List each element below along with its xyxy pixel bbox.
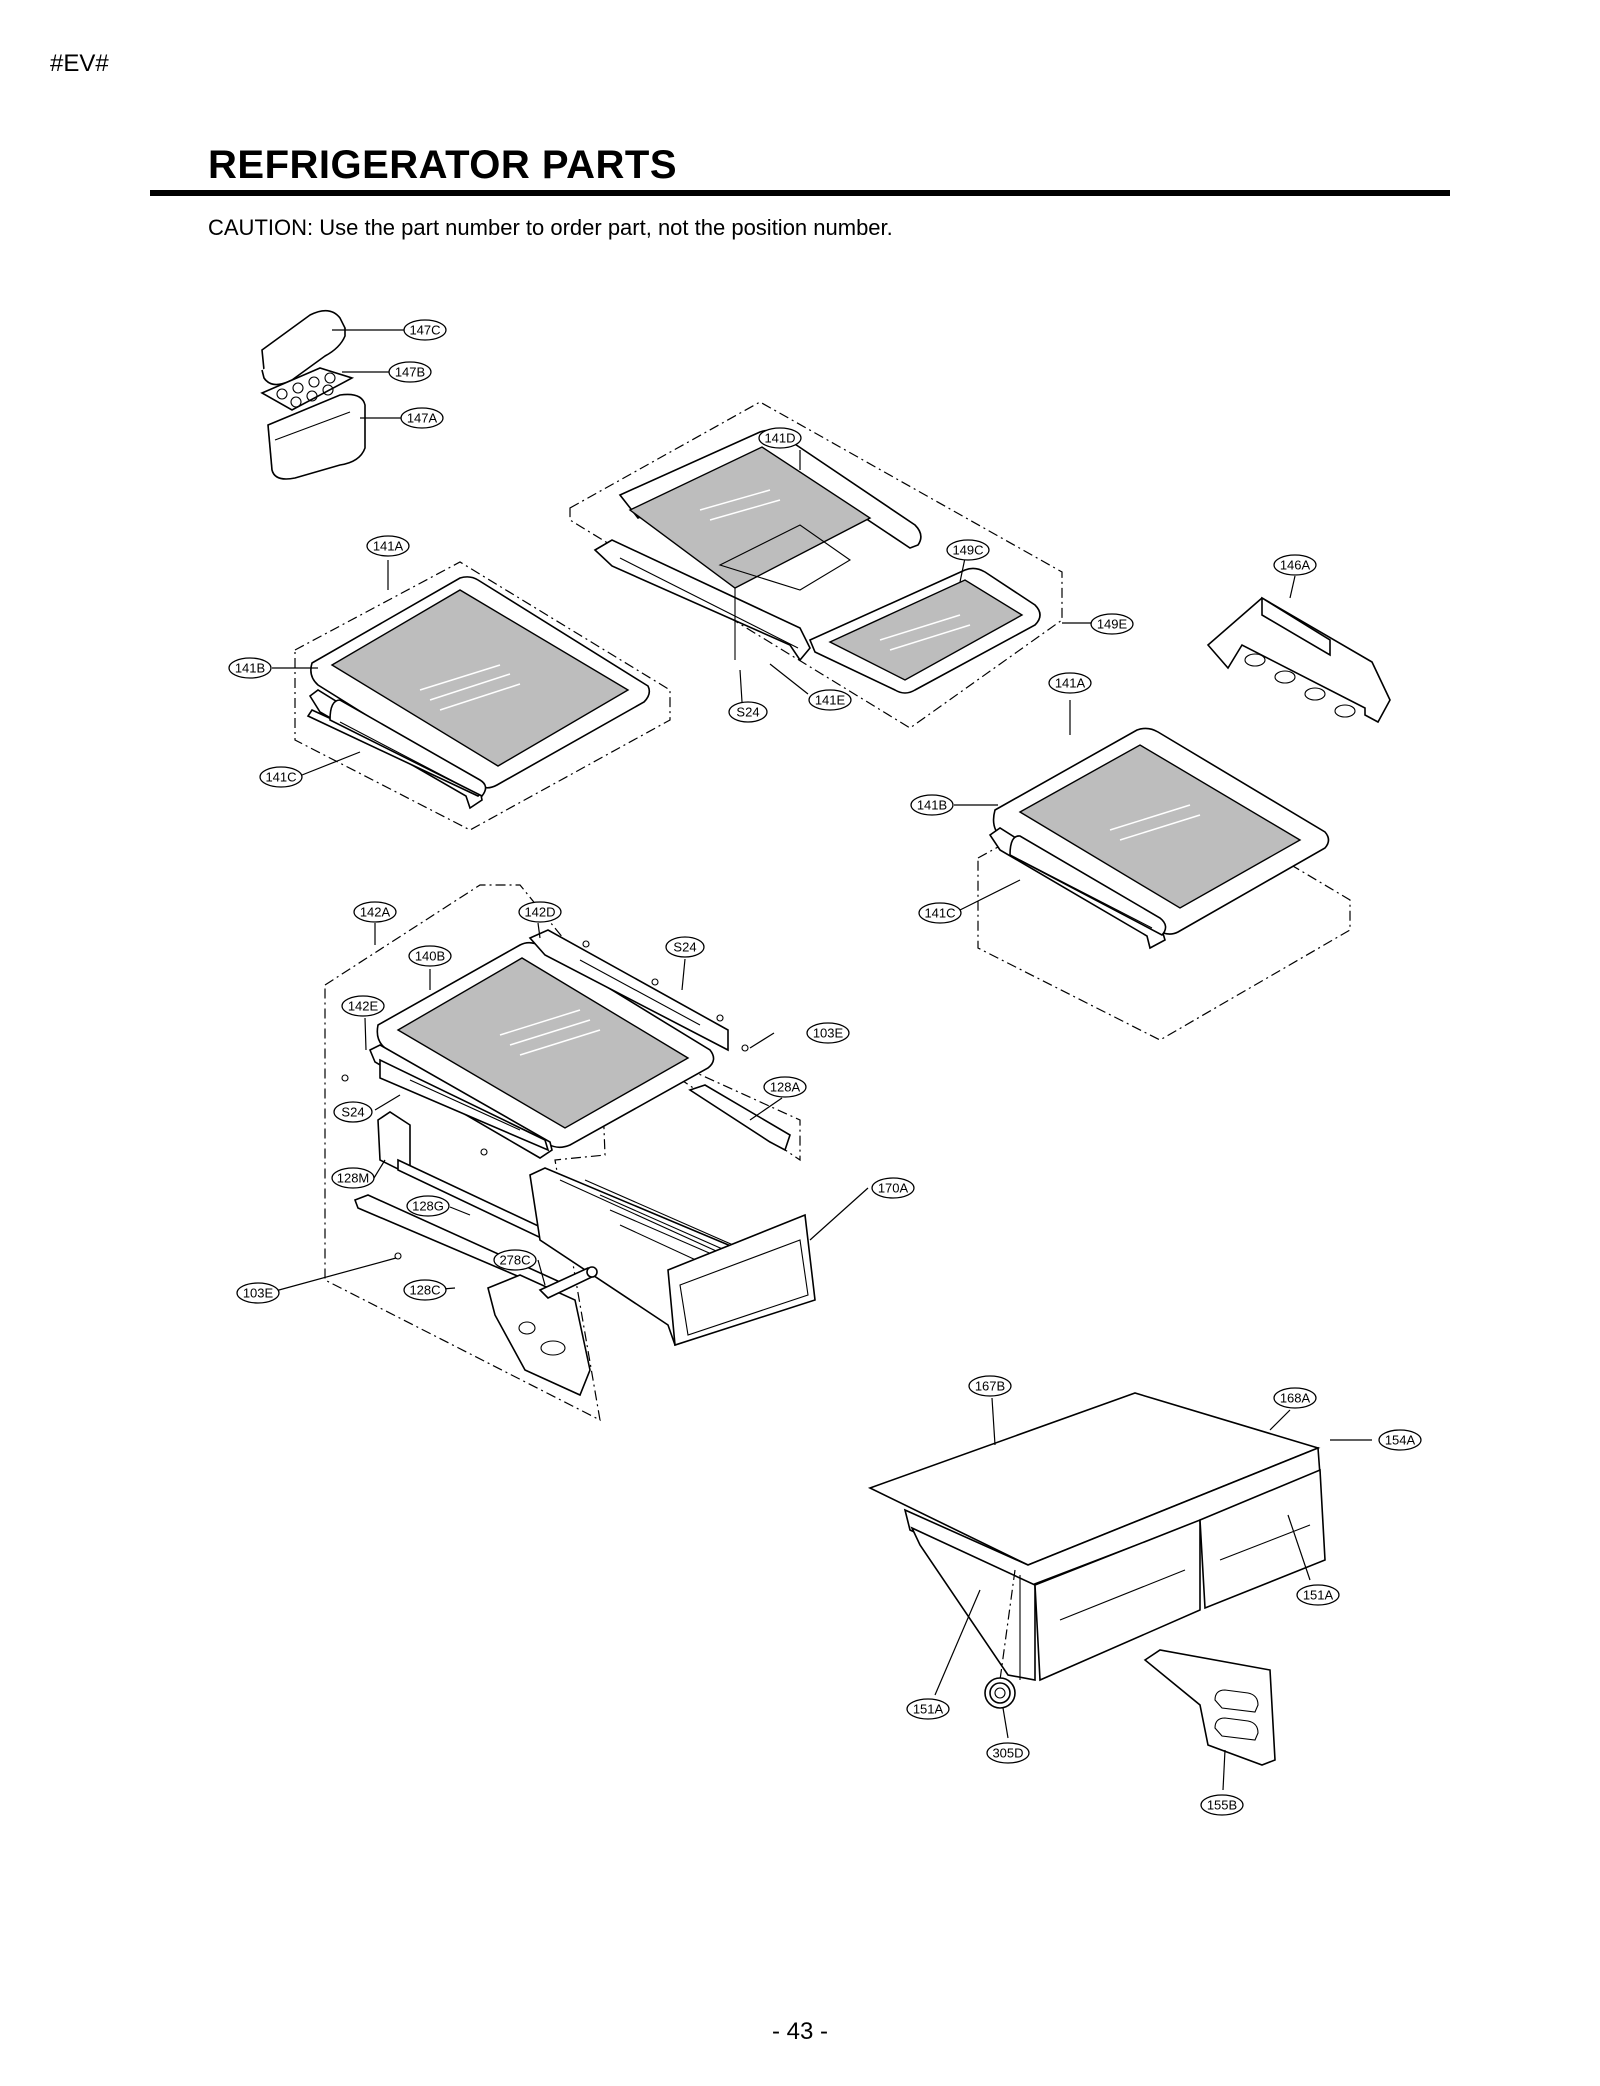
svg-text:141B: 141B — [235, 661, 265, 676]
callout-142D: 142D — [518, 901, 562, 923]
callout-167B: 167B — [968, 1375, 1012, 1397]
callout-142A: 142A — [353, 901, 397, 923]
svg-text:154A: 154A — [1385, 1433, 1416, 1448]
svg-text:147C: 147C — [409, 323, 440, 338]
callout-141E: 141E — [808, 689, 852, 711]
svg-text:146A: 146A — [1280, 558, 1311, 573]
callout-S24-mid: S24 — [665, 936, 705, 958]
callout-140B: 140B — [408, 945, 452, 967]
left-shelf-assembly — [272, 560, 671, 831]
svg-text:128M: 128M — [337, 1171, 370, 1186]
header-code: #EV# — [50, 50, 109, 77]
svg-text:103E: 103E — [243, 1286, 274, 1301]
callout-278C: 278C — [493, 1249, 537, 1271]
svg-text:128A: 128A — [770, 1080, 801, 1095]
svg-text:168A: 168A — [1280, 1391, 1311, 1406]
callout-141B-right: 141B — [910, 794, 954, 816]
title-rule — [150, 190, 1450, 196]
callout-168A: 168A — [1273, 1387, 1317, 1409]
callout-S24-left: S24 — [333, 1101, 373, 1123]
callout-141A-right: 141A — [1048, 672, 1092, 694]
rack-146A — [1206, 575, 1391, 724]
egg-tray-assembly — [260, 309, 405, 480]
svg-text:141A: 141A — [373, 539, 404, 554]
svg-text:S24: S24 — [341, 1105, 364, 1120]
split-shelf-assembly — [569, 401, 1092, 729]
svg-text:167B: 167B — [975, 1379, 1005, 1394]
svg-text:147A: 147A — [407, 411, 438, 426]
callout-149C: 149C — [946, 539, 990, 561]
callout-147B: 147B — [388, 361, 432, 383]
callout-305D: 305D — [986, 1742, 1030, 1764]
svg-text:151A: 151A — [913, 1702, 944, 1717]
callout-151A-right: 151A — [1296, 1584, 1340, 1606]
svg-text:141E: 141E — [815, 693, 846, 708]
svg-text:S24: S24 — [736, 705, 759, 720]
svg-text:147B: 147B — [395, 365, 425, 380]
page-number: - 43 - — [771, 2018, 828, 2045]
svg-text:149E: 149E — [1097, 617, 1128, 632]
callout-142E: 142E — [341, 995, 385, 1017]
callout-151A-left: 151A — [906, 1698, 950, 1720]
svg-text:151A: 151A — [1303, 1588, 1334, 1603]
caution-text: CAUTION: Use the part number to order pa… — [208, 215, 893, 240]
callout-128A: 128A — [763, 1076, 807, 1098]
callout-103E-right: 103E — [806, 1022, 850, 1044]
callout-S24-top: S24 — [728, 701, 768, 723]
svg-text:128C: 128C — [409, 1283, 440, 1298]
callout-128C: 128C — [403, 1279, 447, 1301]
callout-170A: 170A — [871, 1177, 915, 1199]
svg-text:140B: 140B — [415, 949, 445, 964]
callout-147A: 147A — [400, 407, 444, 429]
callout-141C-right: 141C — [918, 902, 962, 924]
callout-146A: 146A — [1273, 554, 1317, 576]
callout-103E-left: 103E — [236, 1282, 280, 1304]
svg-text:142E: 142E — [348, 999, 379, 1014]
svg-text:278C: 278C — [499, 1253, 530, 1268]
callout-155B: 155B — [1200, 1794, 1244, 1816]
svg-text:141C: 141C — [265, 770, 296, 785]
svg-text:128G: 128G — [412, 1199, 444, 1214]
right-shelf-assembly — [954, 700, 1351, 1041]
svg-text:141B: 141B — [917, 798, 947, 813]
svg-text:142D: 142D — [524, 905, 555, 920]
callout-128G: 128G — [406, 1195, 450, 1217]
svg-text:149C: 149C — [952, 543, 983, 558]
callout-141C-left: 141C — [259, 766, 303, 788]
callout-128M: 128M — [331, 1167, 375, 1189]
callout-141A-left: 141A — [366, 535, 410, 557]
callout-141D: 141D — [758, 427, 802, 449]
svg-text:141C: 141C — [924, 906, 955, 921]
svg-text:S24: S24 — [673, 940, 696, 955]
svg-text:305D: 305D — [992, 1746, 1023, 1761]
svg-text:170A: 170A — [878, 1181, 909, 1196]
svg-text:141A: 141A — [1055, 676, 1086, 691]
callout-141B-left: 141B — [228, 657, 272, 679]
svg-text:155B: 155B — [1207, 1798, 1237, 1813]
callout-147C: 147C — [403, 319, 447, 341]
svg-text:142A: 142A — [360, 905, 391, 920]
callout-149E: 149E — [1090, 613, 1134, 635]
callout-154A: 154A — [1378, 1429, 1422, 1451]
vegetable-drawer-assembly — [867, 1392, 1372, 1791]
svg-text:141D: 141D — [764, 431, 795, 446]
crisper-shelf-assembly — [267, 884, 869, 1422]
page-title: REFRIGERATOR PARTS — [208, 143, 678, 187]
svg-text:103E: 103E — [813, 1026, 844, 1041]
